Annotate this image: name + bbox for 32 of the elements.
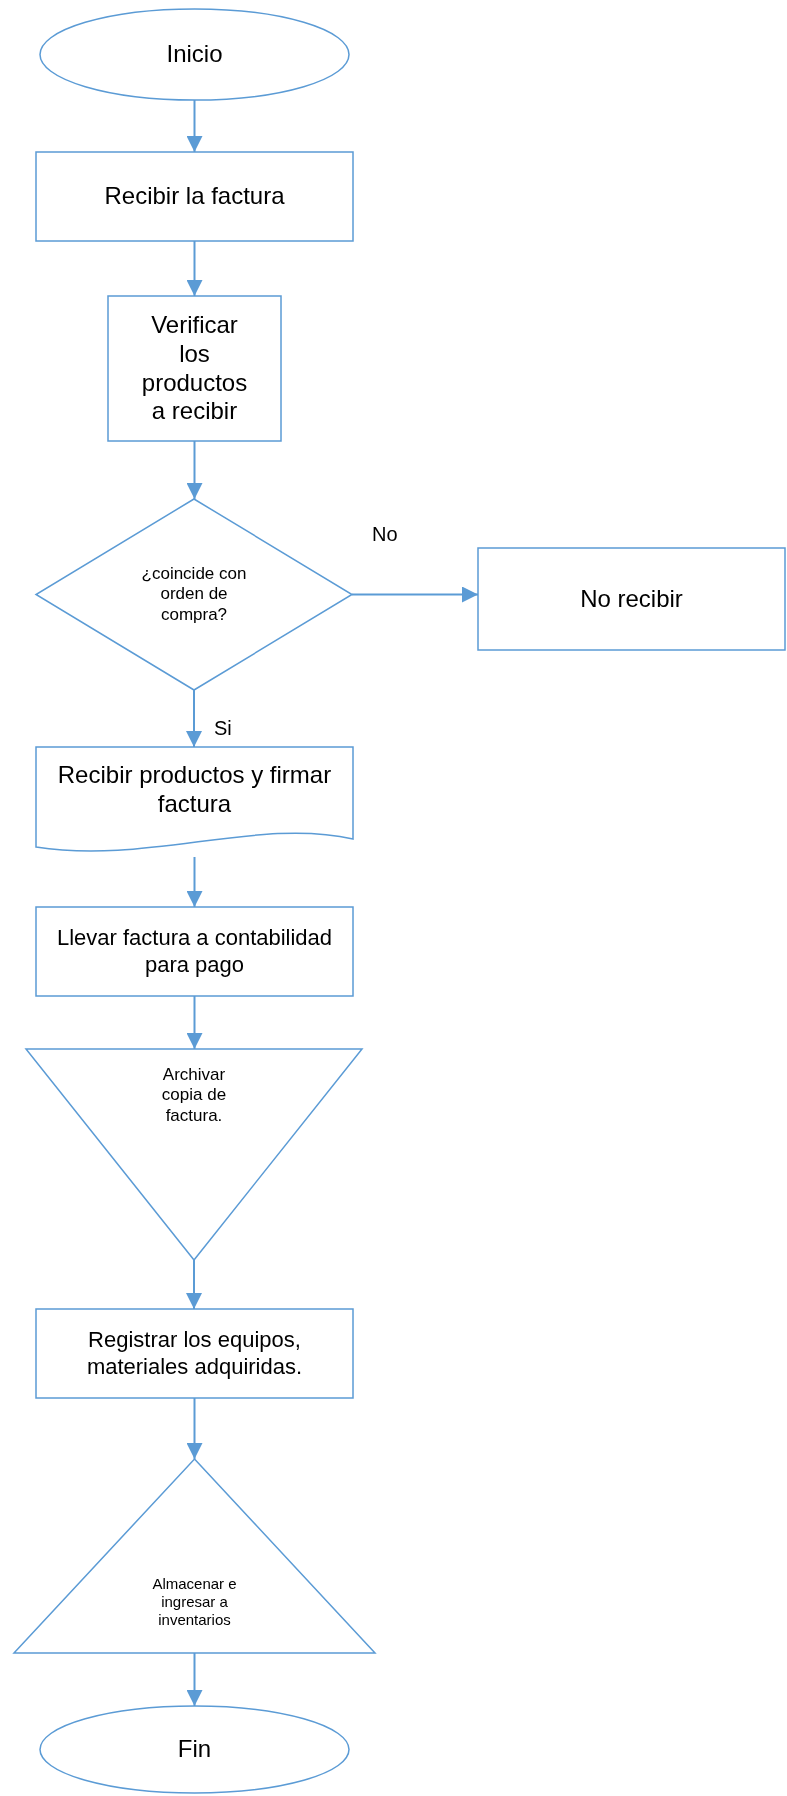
- arrow: [186, 689, 202, 748]
- process-box: [477, 547, 786, 651]
- extract-triangle: [12, 1457, 377, 1654]
- arrow: [186, 99, 203, 153]
- process-box: [107, 295, 282, 442]
- document-shape: [35, 746, 354, 852]
- node-text: Fin: [177, 1735, 212, 1764]
- process-box: [35, 151, 354, 242]
- node-text: ¿coincide con orden de compra?: [140, 563, 248, 626]
- node-text: No recibir: [580, 584, 683, 614]
- decision-diamond: [34, 498, 354, 691]
- arrow: [186, 440, 203, 500]
- process-box: [35, 906, 354, 997]
- arrow: [186, 856, 203, 908]
- node-text: Recibir la factura: [104, 182, 285, 211]
- arrow: [186, 1397, 203, 1460]
- node-text: Archivar copia de factura.: [160, 1065, 228, 1127]
- terminal-ellipse: [39, 8, 350, 101]
- merge-triangle: [24, 1048, 364, 1262]
- process-box: [35, 1308, 354, 1399]
- arrow: [186, 995, 203, 1050]
- node-text: Inicio: [166, 40, 223, 69]
- arrow: [186, 1259, 202, 1310]
- terminal-ellipse: [39, 1705, 350, 1794]
- node-text: Verificar los productos a recibir: [140, 310, 249, 427]
- node-text: Registrar los equipos, materiales adquiridas.: [85, 1327, 304, 1380]
- arrow: [186, 240, 203, 297]
- node-text: Recibir productos y firmar factura: [56, 761, 333, 819]
- arrow: [351, 586, 479, 603]
- node-text: Llevar factura a contabilidad para pago: [55, 925, 334, 978]
- arrow: [186, 1652, 203, 1707]
- node-text: Almacenar e ingresar a inventarios: [151, 1575, 238, 1629]
